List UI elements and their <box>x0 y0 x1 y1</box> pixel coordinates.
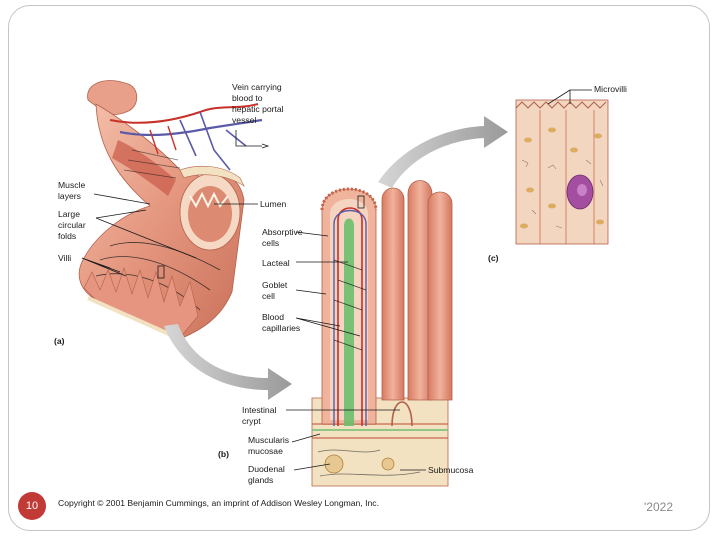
svg-text:Intestinal crypt: Intestinal crypt <box>242 405 279 426</box>
label-goblet-line-2: cell <box>262 291 275 301</box>
panel-label-b: (b) <box>218 449 229 459</box>
panel-label-a: (a) <box>54 336 65 346</box>
label-folds-line-2: circular <box>58 220 86 230</box>
label-vein-line-1: Vein carrying <box>232 82 282 92</box>
label-folds-line-1: Large <box>58 209 80 219</box>
label-lumen: Lumen <box>260 199 286 209</box>
label-absorptive-line-2: cells <box>262 238 279 248</box>
label-muscle-line-1: Muscle <box>58 180 85 190</box>
villus-section-drawing <box>311 180 453 487</box>
label-lacteal: Lacteal <box>262 258 290 268</box>
label-duodenal-line-1: Duodenal <box>248 464 285 474</box>
label-muscularis-line-2: mucosae <box>248 446 283 456</box>
label-crypt-line-2: crypt <box>242 416 261 426</box>
zoom-arrows <box>164 116 508 400</box>
label-capillaries-line-1: Blood <box>262 312 284 322</box>
label-muscularis-line-1: Muscularis <box>248 435 289 445</box>
slide-number-badge: 10 <box>18 492 46 520</box>
svg-text:Large circular fol: Large circular folds <box>58 209 88 241</box>
epithelial-cell-drawing <box>515 99 609 245</box>
svg-text:Absorptive cells: Absorptive cells <box>262 227 305 248</box>
label-duodenal-line-2: glands <box>248 475 273 485</box>
copyright-text: Copyright © 2001 Benjamin Cummings, an i… <box>58 498 379 508</box>
label-capillaries-line-2: capillaries <box>262 323 300 333</box>
svg-text:Muscularis mucosae: Muscularis mucosae <box>248 435 291 456</box>
svg-text:Duodenal glands: Duodenal glands <box>248 464 287 485</box>
label-leaders <box>81 89 592 471</box>
label-crypt-line-1: Intestinal <box>242 405 276 415</box>
label-muscle-line-2: layers <box>58 191 81 201</box>
slide-year: '2022 <box>644 500 673 514</box>
panel-label-c: (c) <box>488 253 499 263</box>
svg-text:Vein carrying blood to: Vein carrying blood to hepatic portal ve… <box>232 82 286 125</box>
slide-frame <box>8 5 710 531</box>
label-absorptive-line-1: Absorptive <box>262 227 303 237</box>
svg-text:Muscle layers: Muscle layers <box>58 180 88 201</box>
intestine-section-drawing <box>78 80 263 341</box>
label-folds-line-3: folds <box>58 231 76 241</box>
label-microvilli: Microvilli <box>594 84 627 94</box>
label-vein-line-4: vessel <box>232 115 256 125</box>
svg-text:Goblet cell: Goblet cell <box>262 280 290 301</box>
label-villi: Villi <box>58 253 71 263</box>
label-submucosa: Submucosa <box>428 465 474 475</box>
label-goblet-line-1: Goblet <box>262 280 288 290</box>
label-vein-line-2: blood to <box>232 93 263 103</box>
label-vein-line-3: hepatic portal <box>232 104 284 114</box>
svg-text:Blood capillaries: Blood capillaries <box>262 312 300 333</box>
